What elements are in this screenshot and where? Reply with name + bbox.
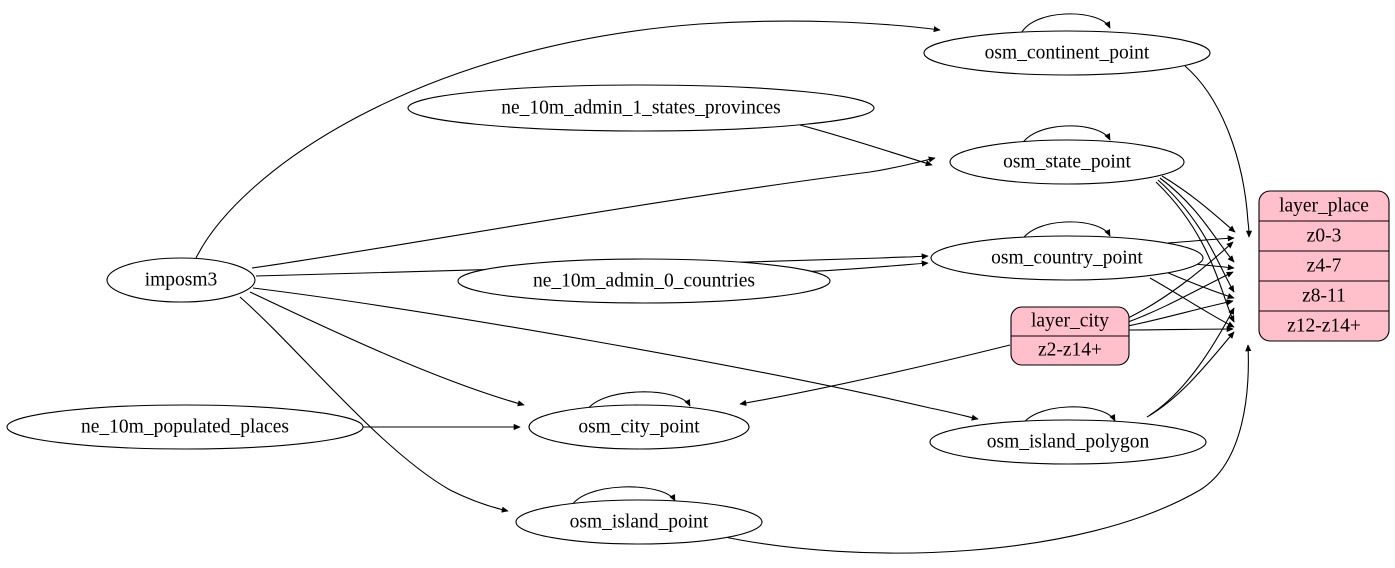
edge-layercity-to-place-z47 — [1127, 271, 1234, 323]
selfloop-state — [1019, 125, 1111, 149]
edge-country-to-place-z03 — [1167, 235, 1235, 244]
edge-country-to-place-z811 — [1165, 271, 1235, 300]
edge-imposm3-to-continent — [195, 20, 941, 259]
node-ne-10m-admin-0-countries[interactable]: ne_10m_admin_0_countries — [457, 258, 831, 304]
node-osm-island-polygon-label: osm_island_polygon — [987, 431, 1150, 452]
node-ne-populated-label: ne_10m_populated_places — [81, 416, 289, 437]
record-layer-city[interactable]: layer_city z2-z14+ — [1010, 306, 1130, 366]
layer-city-row-z2-z14plus[interactable]: z2-z14+ — [1038, 339, 1102, 360]
edge-imposm3-to-islandpoint — [239, 296, 509, 513]
edge-country-to-place-z12 — [1149, 277, 1235, 328]
selfloop-city — [584, 391, 691, 415]
edge-state-to-place-z811 — [1157, 179, 1235, 293]
node-ne-states-label: ne_10m_admin_1_states_provinces — [501, 97, 780, 118]
edge-state-to-place-z03 — [1161, 175, 1236, 233]
edge-imposm3-to-city — [249, 291, 525, 407]
edge-state-to-place-z47 — [1159, 177, 1235, 263]
layer-place-row-z12-z14plus[interactable]: z12-z14+ — [1287, 315, 1361, 336]
edge-imposm3-to-state — [251, 156, 936, 269]
node-imposm3-label: imposm3 — [145, 269, 218, 290]
edge-layercity-to-place-z12 — [1127, 325, 1234, 333]
edge-islandpolygon-to-place-z811 — [1149, 307, 1235, 416]
edge-necountries-to-country — [799, 260, 929, 273]
layer-place-row-z8-11[interactable]: z8-11 — [1302, 285, 1346, 306]
node-osm-state-point-label: osm_state_point — [1003, 151, 1131, 172]
nodes-group: imposm3 ne_10m_admin_1_states_provinces … — [6, 30, 1211, 545]
edge-islandpolygon-to-place-z12 — [1146, 331, 1235, 418]
node-osm-continent-point[interactable]: osm_continent_point — [923, 30, 1211, 76]
node-osm-city-point[interactable]: osm_city_point — [528, 404, 750, 450]
node-ne-10m-populated-places[interactable]: ne_10m_populated_places — [6, 404, 364, 450]
node-osm-state-point[interactable]: osm_state_point — [949, 139, 1185, 185]
edge-islandpoint-to-place-z12 — [719, 344, 1252, 554]
edge-layercity-to-place-z811 — [1127, 299, 1234, 327]
node-osm-island-point-label: osm_island_point — [570, 511, 709, 532]
edge-layercity-to-city — [739, 344, 1011, 406]
edge-imposm3-to-islandpolygon — [252, 287, 979, 421]
node-osm-country-point[interactable]: osm_country_point — [930, 235, 1204, 281]
edges-group — [195, 13, 1253, 554]
layer-place-title: layer_place — [1279, 195, 1369, 216]
node-ne-countries-label: ne_10m_admin_0_countries — [533, 270, 755, 291]
layer-place-row-z4-7[interactable]: z4-7 — [1307, 255, 1342, 276]
node-osm-island-polygon[interactable]: osm_island_polygon — [929, 419, 1207, 465]
selfloop-islandpoint — [569, 486, 676, 510]
layer-city-title: layer_city — [1031, 310, 1109, 331]
edge-nestates-to-state — [799, 124, 933, 167]
node-osm-continent-point-label: osm_continent_point — [985, 42, 1150, 63]
node-ne-10m-admin-1-states-provinces[interactable]: ne_10m_admin_1_states_provinces — [407, 84, 875, 132]
node-osm-city-point-label: osm_city_point — [578, 416, 700, 437]
node-osm-country-point-label: osm_country_point — [991, 247, 1143, 268]
selfloop-country — [1019, 221, 1111, 245]
selfloop-continent — [1019, 13, 1111, 37]
node-osm-island-point[interactable]: osm_island_point — [515, 499, 763, 545]
node-imposm3[interactable]: imposm3 — [106, 257, 256, 303]
record-layer-place[interactable]: layer_place z0-3 z4-7 z8-11 z12-z14+ — [1258, 190, 1390, 342]
layer-place-row-z0-3[interactable]: z0-3 — [1307, 225, 1342, 246]
edge-continent-to-place-z03 — [1184, 65, 1253, 238]
edge-layercity-to-place-z03 — [1127, 241, 1234, 319]
